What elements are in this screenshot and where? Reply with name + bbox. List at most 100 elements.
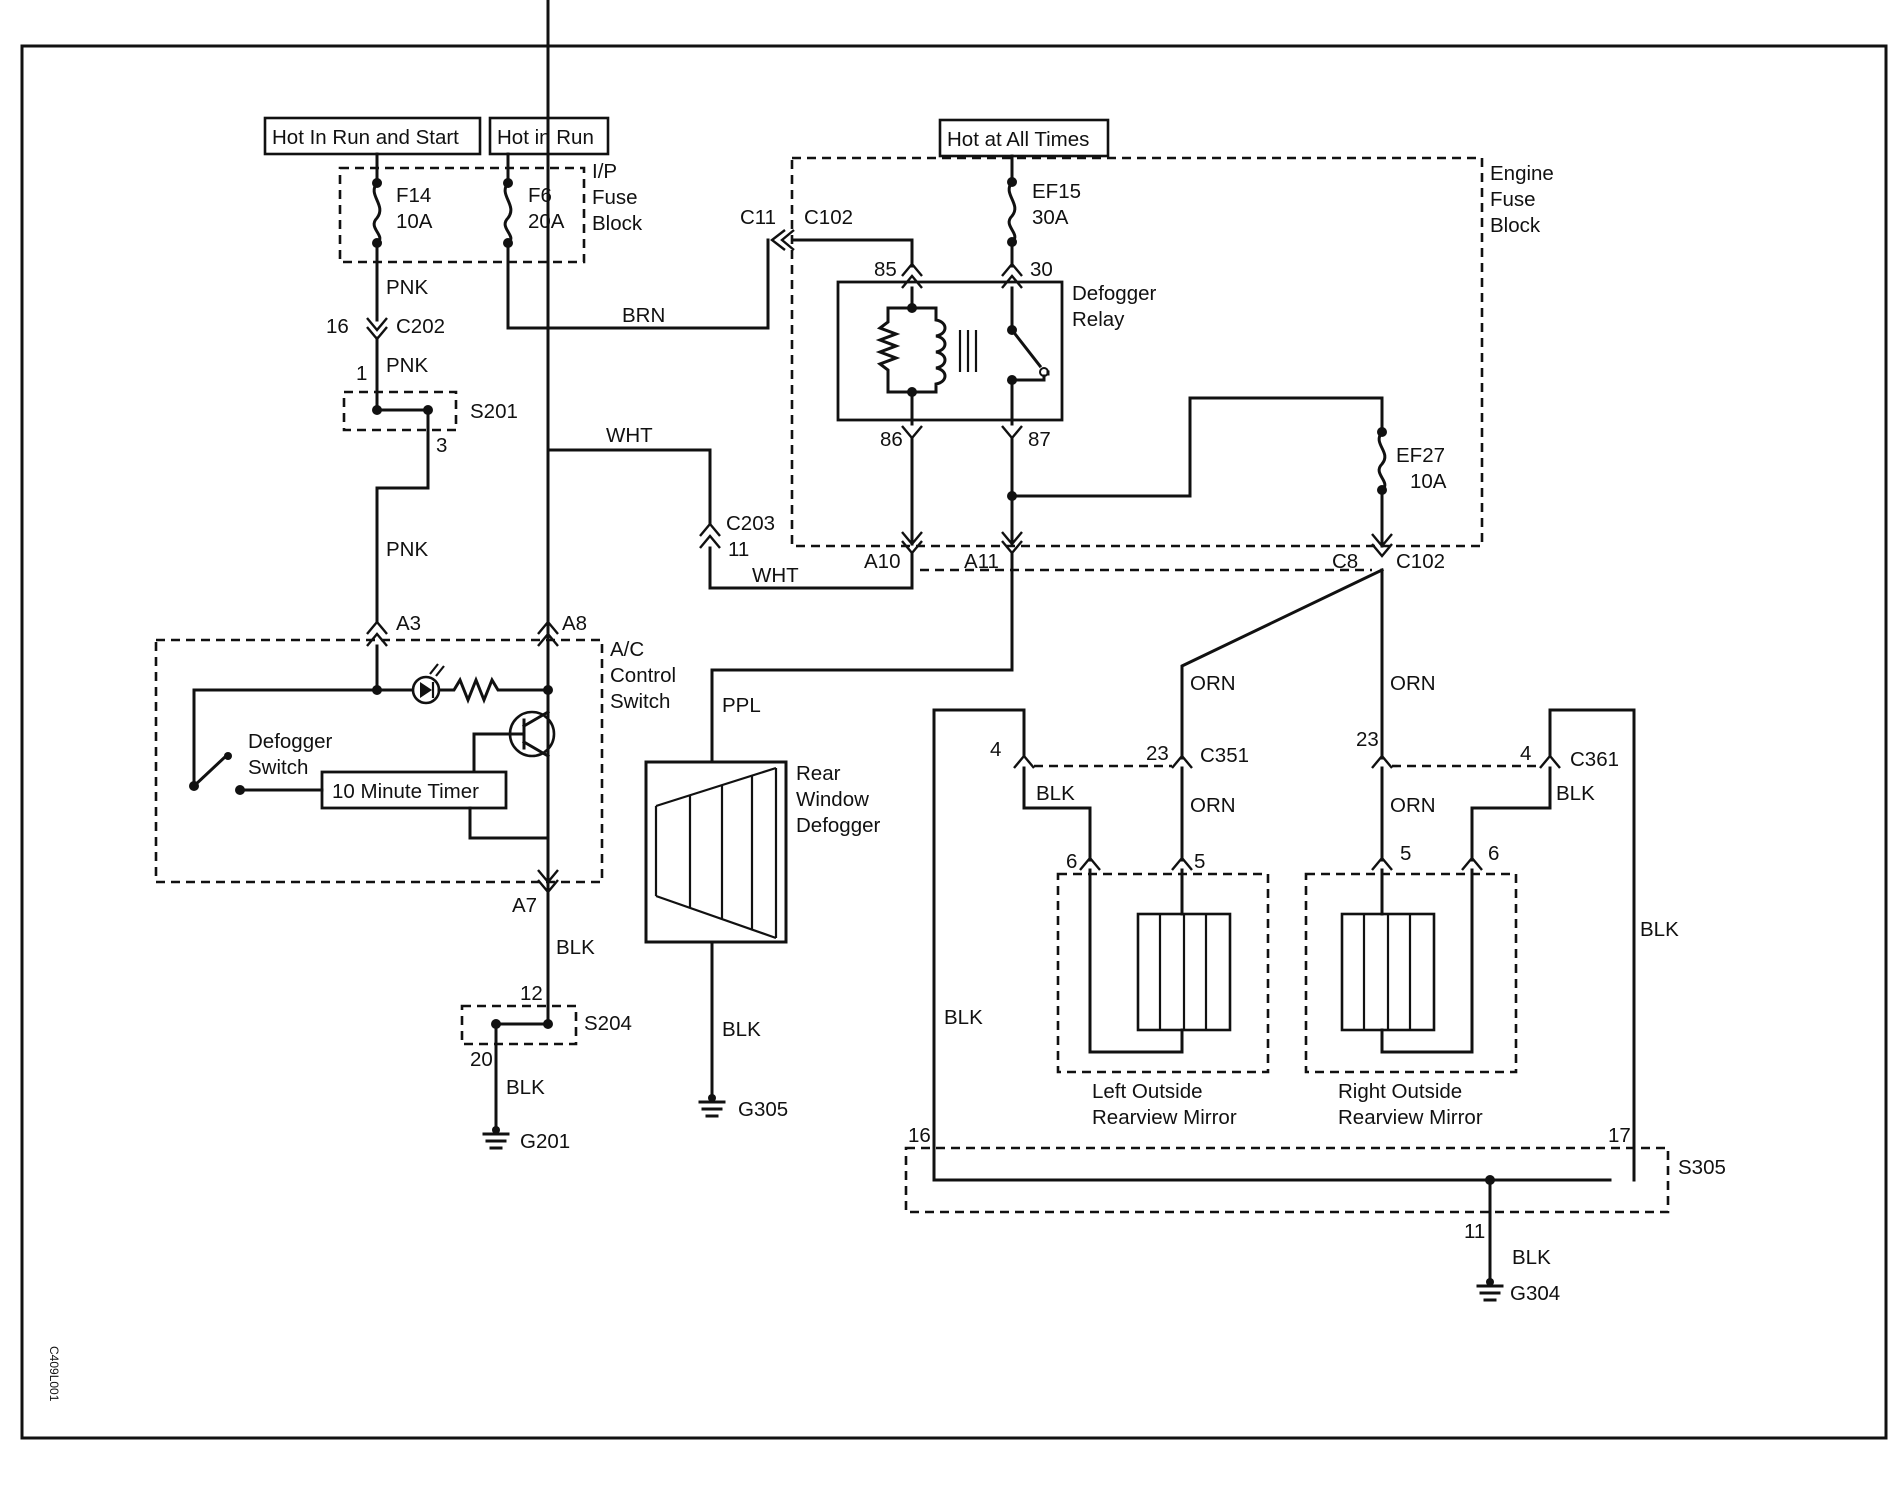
wire-label-pnk-3: PNK — [386, 538, 428, 561]
diagram-label: 17 — [1608, 1124, 1631, 1147]
diagram-label: 87 — [1028, 428, 1051, 451]
diagram-label: 30 — [1030, 258, 1053, 281]
wire-label-blk-left: BLK — [1036, 782, 1075, 805]
ground-g304: G304 — [1476, 1278, 1560, 1305]
diagram-label: Fuse — [1490, 188, 1536, 211]
diagram-label: Block — [592, 212, 643, 235]
diagram-label: 11 — [1464, 1220, 1485, 1243]
connector-c102-bottom: C102 — [1396, 550, 1445, 573]
diagram-label: S201 — [470, 400, 518, 423]
diagram-label: Fuse — [592, 186, 638, 209]
diagram-label: 10 Minute Timer — [332, 780, 479, 803]
diagram-label: C203 — [726, 512, 775, 535]
diagram-frame — [20, 44, 1888, 1440]
diagram-label: F14 — [396, 184, 431, 207]
diagram-label: 4 — [1520, 742, 1531, 765]
wire-label-blk-s305-left: BLK — [944, 1006, 983, 1029]
defogger-switch: Defogger Switch — [189, 730, 333, 795]
wire-label-blk-a7: BLK — [556, 936, 595, 959]
diagram-label: Switch — [610, 690, 670, 713]
diagram-label: Rear — [796, 762, 841, 785]
diagram-label: 30A — [1032, 206, 1069, 229]
diagram-label: Control — [610, 664, 676, 687]
wire-label-blk-g304: BLK — [1512, 1246, 1551, 1269]
ip-fuse-block: I/P Fuse Block — [338, 160, 643, 264]
wire-label-pnk-2: PNK — [386, 354, 428, 377]
pin-right-5: 5 — [1400, 842, 1411, 865]
diagram-label: C11 — [740, 206, 776, 229]
diagram-label: Right Outside — [1338, 1080, 1462, 1103]
pin-left-6: 6 — [1066, 850, 1077, 873]
wire-label-ppl: PPL — [722, 694, 761, 717]
diagram-label: EF27 — [1396, 444, 1445, 467]
pin-a10: A10 — [864, 550, 900, 573]
left-outside-rearview-mirror: Left Outside Rearview Mirror — [1056, 868, 1270, 1129]
wire-label-brn: BRN — [622, 304, 665, 327]
connector-c203: C203 11 — [699, 512, 775, 561]
diagram-label: I/P — [592, 160, 617, 183]
pin-a7: A7 — [512, 894, 537, 917]
diagram-label: 10A — [396, 210, 433, 233]
diagram-label: Rearview Mirror — [1092, 1106, 1237, 1129]
pin-c8: C8 — [1332, 550, 1358, 573]
wire-label-blk-s305-right: BLK — [1640, 918, 1679, 941]
diagram-label: G305 — [738, 1098, 788, 1121]
connector-c351: 23 4 C351 — [990, 738, 1249, 769]
pin-a3: A3 — [396, 612, 421, 635]
wire-label-wht-1: WHT — [752, 564, 799, 587]
connector-c361: 23 4 C361 — [1356, 728, 1619, 771]
ten-minute-timer: 10 Minute Timer — [320, 770, 508, 810]
diagram-label: 16 — [908, 1124, 931, 1147]
ground-g305: G305 — [698, 1094, 788, 1121]
diagram-label: G304 — [1510, 1282, 1560, 1305]
diagram-label: A/C — [610, 638, 644, 661]
connector-c202: 16 C202 — [326, 315, 445, 341]
diagram-label: 12 — [520, 982, 543, 1005]
splice-s201: 1 S201 3 — [342, 362, 518, 457]
wire-label-orn-left: ORN — [1190, 794, 1236, 817]
connector-c11-c102: C11 C102 — [740, 206, 853, 251]
diagram-label: Defogger — [248, 730, 333, 753]
splice-s305: 16 17 S305 11 — [904, 1124, 1726, 1243]
diagram-label: S305 — [1678, 1156, 1726, 1179]
diagram-label: G201 — [520, 1130, 570, 1153]
diagram-label: 23 — [1146, 742, 1169, 765]
diagram-label: C102 — [804, 206, 853, 229]
splice-s204: 12 S204 20 — [460, 982, 632, 1071]
fuse-ef27: EF27 10A — [1377, 427, 1447, 495]
ac-control-switch: A/C Control Switch — [154, 638, 676, 884]
diagram-label: 4 — [990, 738, 1001, 761]
diagram-label: 23 — [1356, 728, 1379, 751]
pin-left-5: 5 — [1194, 850, 1205, 873]
diagram-label: Defogger — [796, 814, 881, 837]
diagram-label: 85 — [874, 258, 897, 281]
wire-label-orn-1: ORN — [1190, 672, 1236, 695]
diagram-label: 11 — [728, 538, 749, 561]
diagram-label: Switch — [248, 756, 308, 779]
wire-label-wht-2: WHT — [606, 424, 653, 447]
diagram-label: 20 — [470, 1048, 493, 1071]
fuse-f6: F6 20A — [503, 152, 565, 248]
wire-label-blk-g201: BLK — [506, 1076, 545, 1099]
diagram-label: 3 — [436, 434, 447, 457]
diagram-label: Window — [796, 788, 869, 811]
diagram-label: C351 — [1200, 744, 1249, 767]
diagram-label: Block — [1490, 214, 1541, 237]
rear-window-defogger: Rear Window Defogger — [644, 760, 881, 944]
diagram-label: Left Outside — [1092, 1080, 1203, 1103]
diagram-label: C361 — [1570, 748, 1619, 771]
diagram-label: 16 — [326, 315, 349, 338]
diagram-label: Hot in Run — [497, 126, 594, 149]
engine-fuse-block: Engine Fuse Block — [790, 156, 1554, 548]
right-outside-rearview-mirror: Right Outside Rearview Mirror — [1304, 868, 1518, 1129]
source-hot-run-start: Hot In Run and Start — [263, 116, 482, 156]
wire-label-blk-right: BLK — [1556, 782, 1595, 805]
diagram-label: Defogger — [1072, 282, 1157, 305]
diagram-label: Engine — [1490, 162, 1554, 185]
source-hot-run: Hot in Run — [488, 116, 610, 156]
wire-label-pnk-1: PNK — [386, 276, 428, 299]
diagram-label: Relay — [1072, 308, 1125, 331]
wire-label-blk-g305: BLK — [722, 1018, 761, 1041]
defogger-relay: Defogger Relay 85 30 86 87 — [836, 258, 1157, 451]
